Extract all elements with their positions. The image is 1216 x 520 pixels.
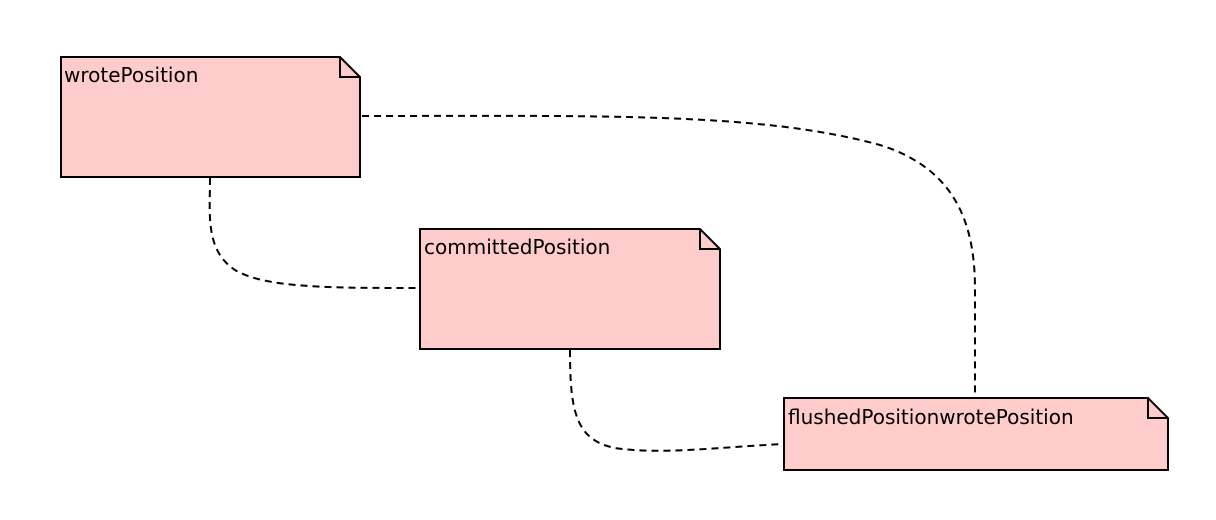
- note-committed-position[interactable]: committedPosition: [419, 228, 721, 350]
- connector-committed-to-flushed: [569, 349, 785, 452]
- note-label: flushedPositionwrotePosition: [788, 405, 1074, 429]
- note-corner-fold: [339, 57, 360, 78]
- note-corner-fold: [699, 229, 720, 250]
- connector-wrote-to-committed: [208, 177, 421, 289]
- note-flushed-position[interactable]: flushedPositionwrotePosition: [783, 397, 1169, 471]
- note-wrote-position[interactable]: wrotePosition: [60, 56, 361, 178]
- note-label: wrotePosition: [64, 63, 198, 87]
- note-body: [783, 397, 1169, 471]
- note-body: [419, 228, 721, 350]
- note-body: [60, 56, 361, 178]
- note-corner-fold: [1147, 398, 1168, 419]
- note-label: committedPosition: [424, 235, 610, 259]
